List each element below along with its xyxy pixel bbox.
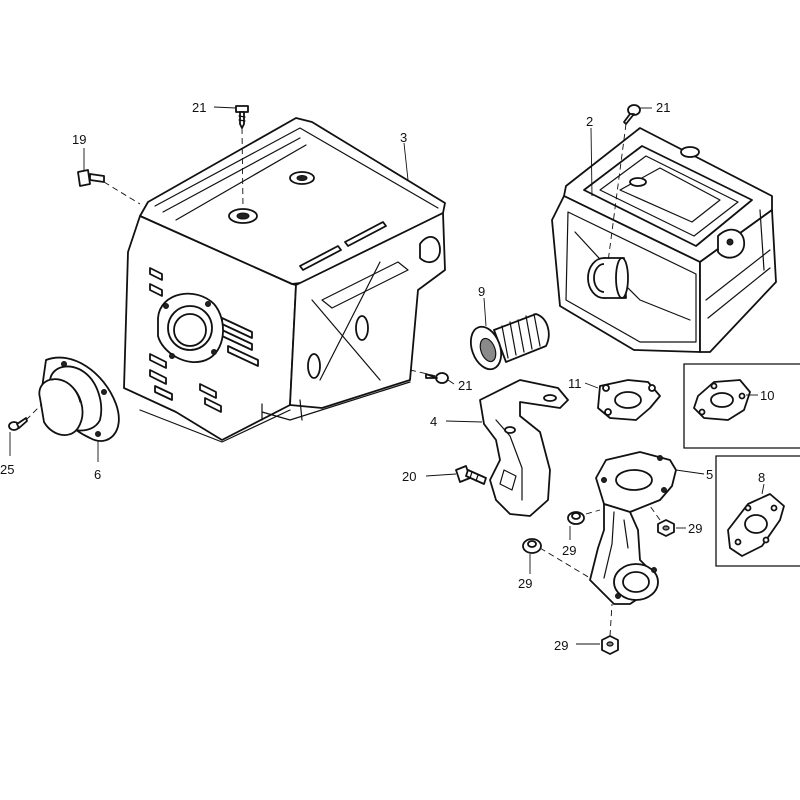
- callout-19: 19: [72, 132, 86, 147]
- muffler-protector-part-3[interactable]: [123, 117, 446, 443]
- callout-3: 3: [400, 130, 407, 145]
- gasket-part-10[interactable]: [693, 379, 751, 421]
- nut-29-b[interactable]: [567, 511, 585, 525]
- end-cap-part-6[interactable]: [38, 356, 120, 442]
- part-8-inset-box: [715, 455, 800, 567]
- callout-21-right: 21: [656, 100, 670, 115]
- callout-9: 9: [478, 284, 485, 299]
- callout-29-c: 29: [688, 521, 702, 536]
- nut-29-d[interactable]: [601, 635, 619, 655]
- screw-21-middle[interactable]: [425, 372, 449, 384]
- nut-29-a[interactable]: [522, 538, 542, 554]
- callout-11: 11: [568, 376, 582, 391]
- part-10-inset-box: [683, 363, 800, 449]
- screw-25[interactable]: [8, 417, 28, 431]
- bolt-19[interactable]: [77, 169, 105, 187]
- bracket-part-4[interactable]: [479, 379, 569, 517]
- screw-21-right-top[interactable]: [623, 104, 641, 125]
- callout-21-top: 21: [192, 100, 206, 115]
- gasket-part-8[interactable]: [727, 493, 785, 557]
- spark-arrester-screen-part-9[interactable]: [465, 313, 550, 373]
- nut-29-c[interactable]: [657, 519, 675, 537]
- callout-6: 6: [94, 467, 101, 482]
- callout-29-a: 29: [518, 576, 532, 591]
- bolt-20[interactable]: [455, 465, 487, 485]
- muffler-body-part-2[interactable]: [551, 127, 777, 353]
- callout-8: 8: [758, 470, 765, 485]
- callout-25: 25: [0, 462, 14, 477]
- callout-4: 4: [430, 414, 437, 429]
- callout-29-d: 29: [554, 638, 568, 653]
- callout-5: 5: [706, 467, 713, 482]
- callout-10: 10: [760, 388, 774, 403]
- leader-lines: [9, 106, 765, 645]
- gasket-part-11[interactable]: [597, 379, 661, 421]
- callout-29-b: 29: [562, 543, 576, 558]
- exhaust-pipe-part-5[interactable]: [589, 451, 677, 605]
- callout-20: 20: [402, 469, 416, 484]
- bolt-21-top[interactable]: [235, 105, 249, 129]
- callout-21-middle: 21: [458, 378, 472, 393]
- callout-2: 2: [586, 114, 593, 129]
